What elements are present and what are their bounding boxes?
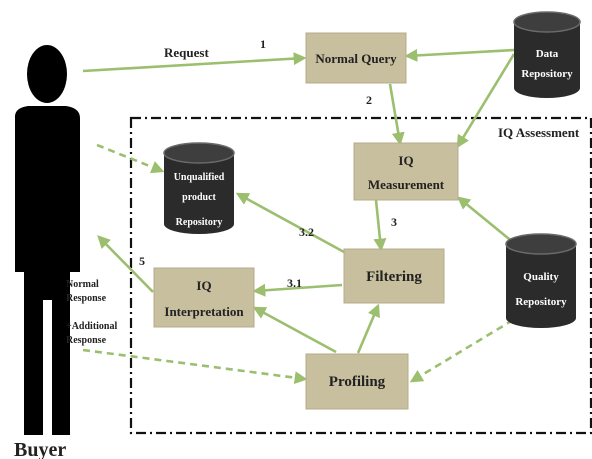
unqualified-repository-label-line2: product xyxy=(182,192,216,203)
iq-measurement-label-line1: IQ xyxy=(398,153,413,168)
profiling-label: Profiling xyxy=(329,374,386,390)
filtering-to-interpretation-arrow xyxy=(252,283,343,297)
step-3-2-label: 3.2 xyxy=(299,225,314,239)
request-label: Request xyxy=(164,45,209,60)
additional-response-label-line2: Response xyxy=(66,335,107,346)
quality-to-profiling-dashed-arrow xyxy=(409,318,514,383)
unqualified-repository-label-line1: Unqualified xyxy=(174,172,225,183)
interpretation-to-buyer-arrow xyxy=(97,235,154,293)
step-2-label: 2 xyxy=(366,93,372,107)
filtering-label: Filtering xyxy=(366,269,422,285)
step-3-label: 3 xyxy=(391,215,397,229)
quality-to-measurement-arrow xyxy=(456,196,515,245)
query-to-measurement-arrow xyxy=(388,83,405,146)
request-arrow xyxy=(82,52,307,73)
buyer-label: Buyer xyxy=(14,439,66,459)
step-5-label: 5 xyxy=(139,254,145,268)
profiling-to-filtering-arrow xyxy=(356,303,380,354)
filtering-box: Filtering xyxy=(343,248,445,304)
iq-assessment-region xyxy=(129,116,592,435)
iq-measurement-box: IQ Measurement xyxy=(353,142,459,201)
data-repository-cylinder: Data Repository xyxy=(513,11,581,98)
buyer-figure xyxy=(14,45,80,435)
normal-response-label-line1: Normal xyxy=(66,279,99,290)
additional-response-label-line1: +Additional xyxy=(66,321,117,332)
step-3-1-label: 3.1 xyxy=(287,276,302,290)
iq-interpretation-label-line2: Interpretation xyxy=(164,304,244,319)
data-repository-label-line1: Data xyxy=(536,48,559,60)
quality-repository-cylinder: Quality Repository xyxy=(505,233,577,328)
data-to-query-arrow xyxy=(404,48,515,62)
data-repository-label-line2: Repository xyxy=(521,68,573,80)
quality-repository-label-line2: Repository xyxy=(515,296,567,308)
normal-response-label-line2: Response xyxy=(66,293,107,304)
step-1-label: 1 xyxy=(260,37,266,51)
profiling-box: Profiling xyxy=(305,353,409,410)
normal-query-label: Normal Query xyxy=(315,51,397,66)
iq-interpretation-box: IQ Interpretation xyxy=(153,267,255,328)
arrows xyxy=(82,48,516,354)
measurement-to-filtering-arrow xyxy=(373,199,387,252)
profiling-to-interpretation-arrow xyxy=(252,306,337,354)
unqualified-repository-label-line3: Repository xyxy=(176,217,223,228)
normal-query-box: Normal Query xyxy=(305,32,407,84)
unqualified-product-repository-cylinder: Unqualified product Repository xyxy=(163,142,235,234)
data-to-measurement-arrow xyxy=(456,53,516,149)
buyer-to-profiling-dashed-arrow xyxy=(82,348,308,385)
iq-assessment-label: IQ Assessment xyxy=(498,125,580,140)
iq-measurement-label-line2: Measurement xyxy=(368,177,445,192)
iq-interpretation-label-line1: IQ xyxy=(196,278,211,293)
filtering-to-unqualified-arrow xyxy=(235,192,345,254)
quality-repository-label-line1: Quality xyxy=(523,271,559,283)
buyer-to-unqualified-dashed-arrow xyxy=(96,143,165,174)
